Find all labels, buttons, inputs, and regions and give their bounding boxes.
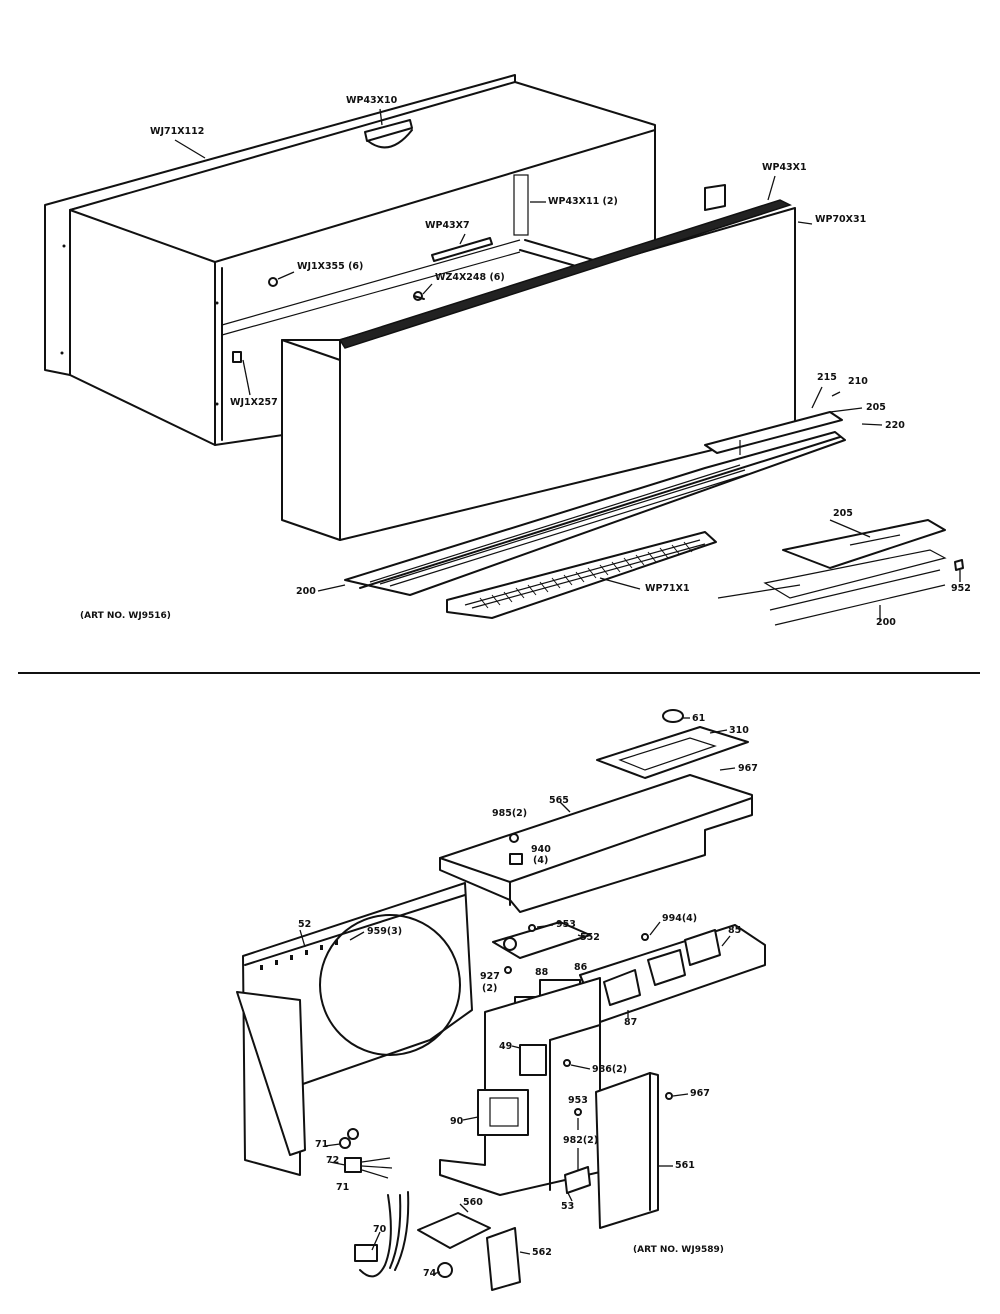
callout-wp43x11: WP43X11 (2)	[548, 196, 618, 207]
callout-205-lower: 205	[833, 508, 853, 519]
callout-200-left: 200	[296, 586, 316, 597]
callout-959: 959(3)	[367, 926, 403, 937]
base-rail-drawing	[344, 411, 846, 596]
callout-wp70x31: WP70X31	[815, 214, 867, 225]
callout-90: 90	[450, 1116, 464, 1127]
callout-wp43x7: WP43X7	[425, 220, 470, 231]
callout-70: 70	[373, 1224, 387, 1235]
art-number-lower: (ART NO. WJ9589)	[633, 1245, 724, 1255]
callout-310: 310	[729, 725, 749, 736]
callout-52: 52	[298, 919, 312, 930]
upper-leader-lines	[174, 108, 961, 622]
callout-61: 61	[692, 713, 706, 724]
callout-953-lower: 953	[568, 1095, 588, 1106]
callout-927-qty: (2)	[482, 983, 498, 994]
access-panel-drawing	[717, 519, 964, 626]
callout-953-upper: 953	[556, 919, 576, 930]
callout-wj71x112: WJ71X112	[150, 126, 205, 137]
callout-87: 87	[624, 1017, 638, 1028]
callout-940-qty: (4)	[533, 855, 549, 866]
callout-wz4x248: WZ4X248 (6)	[435, 272, 505, 283]
callout-205-upper: 205	[866, 402, 886, 413]
callout-72: 72	[326, 1155, 340, 1166]
callout-985: 985(2)	[492, 808, 528, 819]
callout-71-upper: 71	[315, 1139, 329, 1150]
callout-565: 565	[549, 795, 569, 806]
art-number-upper: (ART NO. WJ9516)	[80, 611, 171, 621]
callout-wp71x1: WP71X1	[645, 583, 690, 594]
section-divider	[18, 672, 980, 674]
grille-drawing	[446, 531, 717, 619]
callout-215: 215	[817, 372, 837, 383]
control-panel-drawing	[236, 709, 766, 1291]
callout-940: 940	[531, 844, 551, 855]
callout-967-top: 967	[738, 763, 758, 774]
callout-wp43x10: WP43X10	[346, 95, 398, 106]
callout-967-bottom: 967	[690, 1088, 710, 1099]
callout-562: 562	[532, 1247, 552, 1258]
callout-wj1x355: WJ1X355 (6)	[297, 261, 364, 272]
callout-86: 86	[574, 962, 588, 973]
callout-wp43x1: WP43X1	[762, 162, 807, 173]
callout-71-lower: 71	[336, 1182, 350, 1193]
callout-53: 53	[561, 1201, 575, 1212]
callout-952: 952	[951, 583, 971, 594]
callout-986: 986(2)	[592, 1064, 628, 1075]
callout-994: 994(4)	[662, 913, 698, 924]
callout-982: 982(2)	[563, 1135, 599, 1146]
callout-560: 560	[463, 1197, 483, 1208]
callout-200-right: 200	[876, 617, 896, 628]
callout-88: 88	[535, 967, 549, 978]
lower-leader-lines	[299, 717, 736, 1275]
callout-49: 49	[499, 1041, 513, 1052]
callout-552: 552	[580, 932, 600, 943]
callout-85: 85	[728, 925, 742, 936]
front-panel-drawing	[281, 184, 796, 541]
callout-220: 220	[885, 420, 905, 431]
callout-wj1x257: WJ1X257	[230, 397, 278, 408]
callout-561: 561	[675, 1160, 695, 1171]
callout-927: 927	[480, 971, 500, 982]
callout-74: 74	[423, 1268, 437, 1279]
callout-210: 210	[848, 376, 868, 387]
